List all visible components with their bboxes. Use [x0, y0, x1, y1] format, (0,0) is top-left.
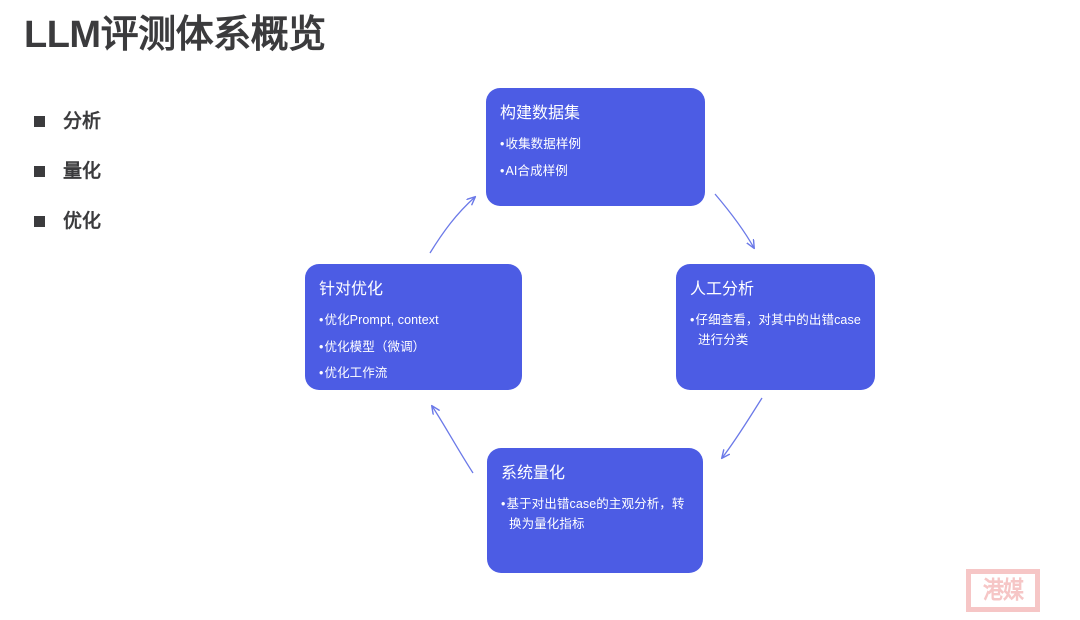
- flow-box-title: 针对优化: [319, 281, 384, 298]
- flow-box-optimize[interactable]: 针对优化 优化Prompt, context 优化模型（微调） 优化工作流: [305, 264, 522, 390]
- watermark-label: 港媒: [983, 577, 1024, 604]
- list-item: 分析: [34, 96, 234, 146]
- arrow-dataset-to-analysis: [714, 193, 754, 248]
- square-bullet-icon: [34, 165, 45, 177]
- flow-box-bullets: 收集数据样例 AI合成样例: [500, 135, 691, 181]
- flow-box-bullet: 收集数据样例: [500, 135, 691, 154]
- flow-box-title: 人工分析: [690, 281, 755, 298]
- flow-box-bullets: 仔细查看，对其中的出错case进行分类: [690, 311, 861, 350]
- flow-box-bullet: AI合成样例: [500, 162, 691, 181]
- flow-box-bullets: 基于对出错case的主观分析，转换为量化指标: [501, 495, 689, 534]
- page-title: LLM评测体系概览: [24, 14, 326, 56]
- list-item-label: 优化: [63, 210, 102, 232]
- list-item: 量化: [34, 146, 234, 196]
- flow-box-bullet: 优化Prompt, context: [319, 311, 508, 330]
- list-item-label: 分析: [63, 110, 102, 132]
- key-points-list: 分析 量化 优化: [34, 96, 234, 246]
- square-bullet-icon: [34, 115, 45, 127]
- arrow-quantify-to-optimize: [432, 406, 474, 474]
- arrow-analysis-to-quantify: [722, 397, 763, 458]
- watermark-stamp: 港媒: [966, 569, 1040, 612]
- list-item: 优化: [34, 196, 234, 246]
- flow-box-analysis[interactable]: 人工分析 仔细查看，对其中的出错case进行分类: [676, 264, 875, 390]
- flow-box-dataset[interactable]: 构建数据集 收集数据样例 AI合成样例: [486, 88, 705, 206]
- flow-box-bullet: 优化模型（微调）: [319, 338, 508, 357]
- flow-box-bullet: 优化工作流: [319, 364, 508, 383]
- flow-box-bullet: 仔细查看，对其中的出错case进行分类: [690, 311, 861, 350]
- list-item-label: 量化: [63, 160, 102, 182]
- arrow-optimize-to-dataset: [429, 197, 475, 254]
- flow-box-title: 构建数据集: [500, 105, 581, 122]
- flow-box-quantify[interactable]: 系统量化 基于对出错case的主观分析，转换为量化指标: [487, 448, 703, 573]
- flow-box-bullet: 基于对出错case的主观分析，转换为量化指标: [501, 495, 689, 534]
- square-bullet-icon: [34, 215, 45, 227]
- flow-box-bullets: 优化Prompt, context 优化模型（微调） 优化工作流: [319, 311, 508, 383]
- flow-box-title: 系统量化: [501, 465, 566, 482]
